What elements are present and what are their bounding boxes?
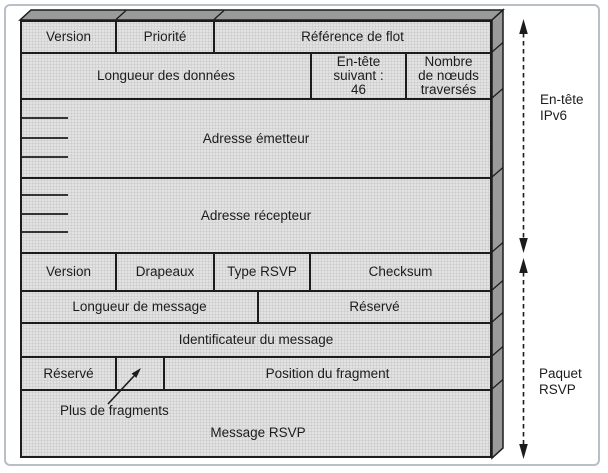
paquet-rsvp-label: Paquet RSVP: [539, 366, 582, 397]
field-rsvp-version: Version: [20, 252, 117, 292]
field-nombre-noeuds: Nombre de nœuds traversés: [405, 52, 492, 100]
field-reserve-haut: Réservé: [257, 290, 492, 324]
message-rsvp-label: Message RSVP: [210, 425, 306, 440]
field-adresse-recepteur: Adresse récepteur: [20, 177, 492, 254]
entete-ipv6-label: En-tête IPv6: [540, 92, 584, 123]
field-adresse-emetteur: Adresse émetteur: [20, 98, 492, 179]
field-message-rsvp: Plus de fragments Message RSVP: [20, 389, 492, 458]
field-reserve-bas: Réservé: [20, 356, 117, 391]
field-identificateur-message: Identificateur du message: [20, 322, 492, 358]
field-more-fragments-flag: [115, 356, 165, 391]
field-checksum: Checksum: [309, 252, 492, 292]
field-longueur-message: Longueur de message: [20, 290, 259, 324]
field-longueur-donnees: Longueur des données: [20, 52, 312, 100]
field-type-rsvp: Type RSVP: [213, 252, 311, 292]
field-reference-flot: Référence de flot: [213, 20, 492, 54]
field-ipv6-priorite: Priorité: [115, 20, 215, 54]
field-drapeaux: Drapeaux: [115, 252, 215, 292]
field-position-fragment: Position du fragment: [163, 356, 492, 391]
plus-de-fragments-label: Plus de fragments: [60, 403, 169, 418]
field-ipv6-version: Version: [20, 20, 117, 54]
field-entete-suivant: En-tête suivant : 46: [310, 52, 407, 100]
